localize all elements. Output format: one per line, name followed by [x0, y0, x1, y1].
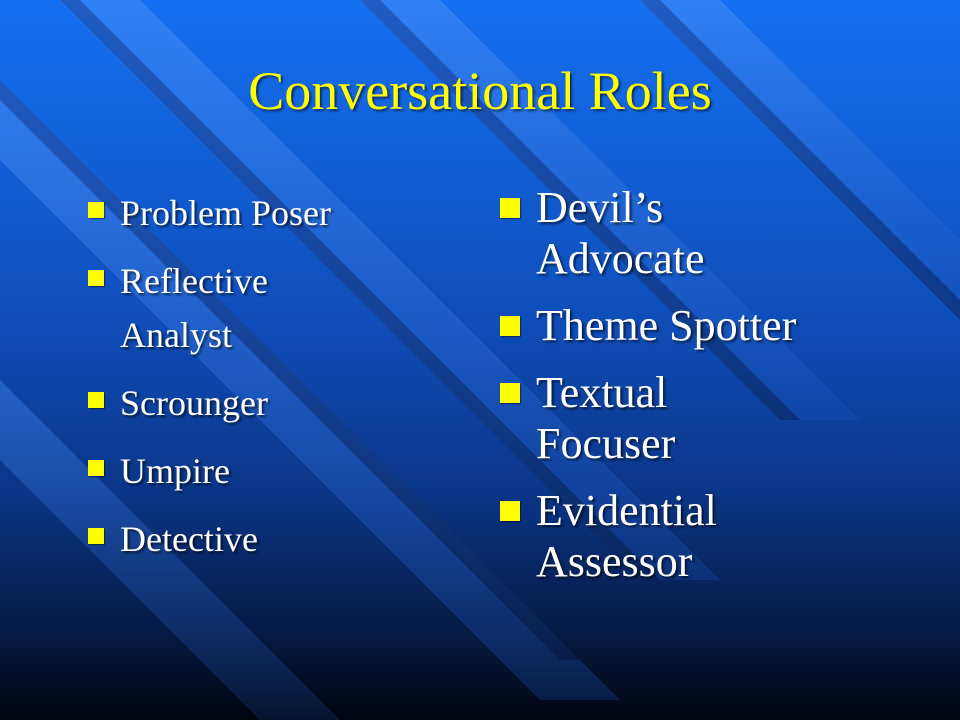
list-item-text: Theme Spotter [536, 301, 797, 350]
square-bullet-icon [500, 501, 520, 521]
list-item: Devil’s Advocate [500, 182, 940, 284]
stripe-4-shadow [0, 80, 580, 660]
list-item-text-continued: Focuser [536, 419, 676, 468]
list-item: Reflective Analyst [88, 254, 428, 362]
square-bullet-icon [500, 316, 520, 336]
stripe-1-shadow [640, 0, 960, 320]
list-item: Theme Spotter [500, 300, 940, 351]
stripe-2-shadow [360, 0, 800, 420]
list-item: Umpire [88, 444, 428, 498]
list-item-text-continued: Analyst [120, 315, 232, 355]
list-item-text: Devil’s [536, 183, 664, 232]
right-bullet-list: Devil’s Advocate Theme Spotter Textual F… [500, 182, 940, 603]
list-item: Evidential Assessor [500, 485, 940, 587]
list-item-text: Detective [120, 519, 258, 559]
list-item-text: Scrounger [120, 383, 268, 423]
list-item-text-continued: Advocate [536, 234, 705, 283]
square-bullet-icon [88, 392, 104, 408]
square-bullet-icon [88, 270, 104, 286]
slide-title: Conversational Roles [248, 61, 712, 121]
square-bullet-icon [88, 528, 104, 544]
left-bullet-list: Problem Poser Reflective Analyst Scroung… [88, 186, 428, 580]
list-item: Scrounger [88, 376, 428, 430]
list-item-text: Reflective [120, 261, 268, 301]
list-item-text: Textual [536, 368, 668, 417]
square-bullet-icon [500, 198, 520, 218]
square-bullet-icon [88, 202, 104, 218]
stripe-3-shadow [60, 0, 660, 580]
list-item-text: Umpire [120, 451, 230, 491]
list-item: Detective [88, 512, 428, 566]
list-item: Textual Focuser [500, 367, 940, 469]
list-item: Problem Poser [88, 186, 428, 240]
list-item-text: Evidential [536, 486, 717, 535]
stripe-5 [0, 380, 340, 720]
list-item-text-continued: Assessor [536, 537, 693, 586]
square-bullet-icon [88, 460, 104, 476]
square-bullet-icon [500, 383, 520, 403]
list-item-text: Problem Poser [120, 193, 331, 233]
